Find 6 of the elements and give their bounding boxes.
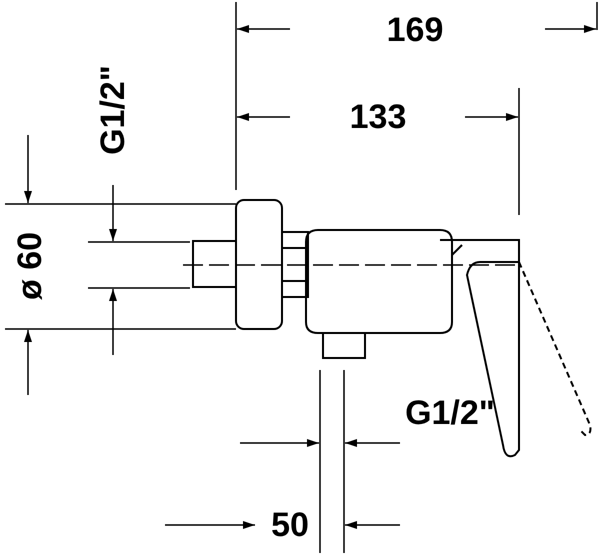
dimension-label: 169	[386, 12, 444, 48]
dimension-label: 50	[271, 507, 309, 543]
dimension-label: 133	[350, 99, 406, 135]
dimension-label: G1/2"	[95, 65, 131, 155]
dimension-label: ø 60	[12, 232, 48, 300]
dimension-label: G1/2"	[405, 395, 495, 431]
